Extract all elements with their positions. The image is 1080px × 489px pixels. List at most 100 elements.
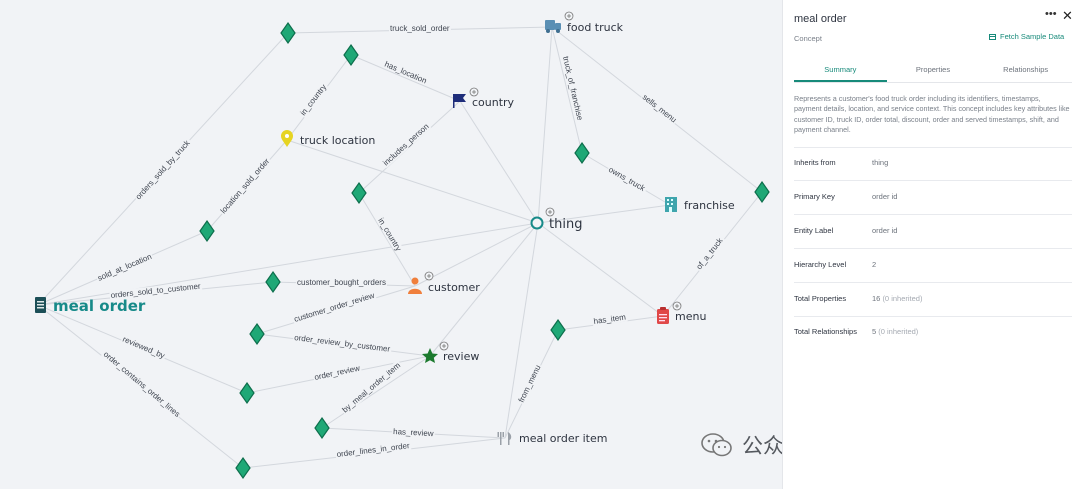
count: 16 (872, 294, 881, 303)
node-label: meal order item (519, 432, 607, 445)
node-thing[interactable]: thing (530, 207, 583, 232)
edge-label-background (693, 234, 726, 273)
clipboard-icon (657, 307, 669, 324)
row-label: Total Properties (794, 294, 847, 303)
edge-label-reviewed-by: reviewed_by (121, 335, 166, 361)
relation-node[interactable] (235, 456, 251, 480)
edge-label-background (382, 59, 430, 86)
edge-label-background (312, 363, 362, 383)
edge-label-background (339, 359, 404, 416)
node-label: menu (675, 310, 706, 323)
edge-label-background (516, 362, 543, 405)
node-label: country (472, 96, 515, 109)
node-meal-order[interactable]: meal order (35, 297, 146, 315)
location-pin-icon (281, 130, 293, 147)
edge-label-has-location: has_location (383, 60, 428, 86)
node-review[interactable]: review (422, 341, 479, 363)
relation-node[interactable] (314, 416, 330, 440)
relation-node[interactable] (351, 181, 367, 205)
relation-node[interactable] (343, 43, 359, 67)
edge-label-sells-menu: sells_menu (641, 92, 678, 124)
person-icon (408, 277, 422, 294)
row-label: Primary Key (794, 192, 835, 201)
row-value: order id (872, 226, 898, 235)
table-icon (989, 33, 996, 40)
details-panel: meal order Concept ••• ✕ Fetch Sample Da… (782, 0, 1080, 489)
edge-label-background (391, 426, 435, 439)
tab-summary[interactable]: Summary (794, 58, 887, 82)
edge-label-truck-of-franchise: truck_of_franchise (561, 55, 585, 121)
edge-label-has-item: has_item (593, 313, 627, 326)
relation-node[interactable] (550, 318, 566, 342)
star-icon (422, 348, 438, 363)
divider (794, 180, 1072, 181)
edge-label-truck-sold-order: truck_sold_order (390, 24, 450, 33)
edge-label-background (380, 121, 432, 169)
edge-label-customer-bought-orders: customer_bought_orders (297, 278, 386, 287)
edge-label-includes-person: includes_person (381, 122, 430, 168)
node-label: truck location (300, 134, 375, 147)
row-label: Entity Label (794, 226, 834, 235)
node-menu[interactable]: menu (657, 301, 706, 324)
tab-properties[interactable]: Properties (915, 65, 951, 74)
building-icon (665, 197, 677, 212)
row-label: Hierarchy Level (794, 260, 847, 269)
edge-label-has-review: has_review (393, 427, 434, 438)
relation-node[interactable] (199, 219, 215, 243)
graph-svg[interactable]: truck_sold_order has_location in_country… (0, 0, 782, 489)
row-value: 16 (0 inherited) (872, 294, 922, 303)
panel-kind: Concept (794, 34, 822, 43)
relation-node[interactable] (280, 21, 296, 45)
concept-description: Represents a customer's food truck order… (794, 94, 1070, 134)
node-customer[interactable]: customer (408, 271, 480, 294)
edge-label-background (335, 440, 412, 460)
close-icon[interactable]: ✕ (1062, 8, 1073, 23)
divider (794, 316, 1072, 317)
node-label: franchise (684, 199, 735, 212)
relation-node[interactable] (249, 322, 265, 346)
edge-label-in-country: in_country (298, 83, 328, 118)
panel-tabs: Summary Properties Relationships (794, 58, 1072, 83)
edge-label-background (639, 91, 679, 126)
relation-node[interactable] (239, 381, 255, 405)
graph-canvas[interactable]: truck_sold_order has_location in_country… (0, 0, 782, 489)
node-food-truck[interactable]: food truck (545, 11, 624, 34)
node-franchise[interactable]: franchise (665, 197, 735, 212)
edge-label-background (606, 164, 649, 194)
node-label: food truck (567, 21, 624, 34)
edge-label-background (218, 155, 273, 217)
edge-label-order-review-by-customer: order_review_by_customer (294, 333, 391, 354)
edge-label-orders-sold-by-truck: orders_sold_by_truck (134, 138, 193, 202)
node-country[interactable]: country (453, 87, 515, 109)
row-value: 5 (0 inherited) (872, 327, 918, 336)
row-value: order id (872, 192, 898, 201)
edge-label-owns-truck: owns_truck (607, 165, 647, 194)
more-dots-icon[interactable]: ••• (1045, 8, 1057, 20)
circle-icon (530, 216, 544, 230)
edge-label-background (297, 81, 329, 119)
relation-node[interactable] (265, 270, 281, 294)
tab-relationships[interactable]: Relationships (1003, 65, 1049, 74)
edge-label-background (100, 348, 183, 420)
truck-icon (545, 20, 561, 33)
edge-label-background (296, 278, 387, 287)
row-value[interactable]: thing (872, 158, 889, 167)
node-truck-location[interactable]: truck location (281, 130, 375, 147)
node-label: review (443, 350, 479, 363)
fetch-label: Fetch Sample Data (1000, 32, 1065, 41)
inherited-note: (0 inherited) (878, 327, 919, 336)
relation-node[interactable] (754, 180, 770, 204)
edge-label-background (109, 281, 203, 301)
divider (794, 214, 1072, 215)
wechat-icon (701, 433, 732, 457)
fetch-sample-data-button[interactable]: Fetch Sample Data (989, 32, 1064, 41)
node-meal-order-item[interactable]: meal order item (497, 432, 608, 445)
divider (794, 282, 1072, 283)
divider (794, 248, 1072, 249)
row-label: Inherits from (794, 158, 836, 167)
edge-label-background (389, 24, 451, 33)
relation-node[interactable] (574, 141, 590, 165)
edge-label-order-lines-in-order: order_lines_in_order (336, 441, 410, 459)
edge-label-background (291, 290, 377, 325)
row-label: Total Relationships (794, 327, 857, 336)
